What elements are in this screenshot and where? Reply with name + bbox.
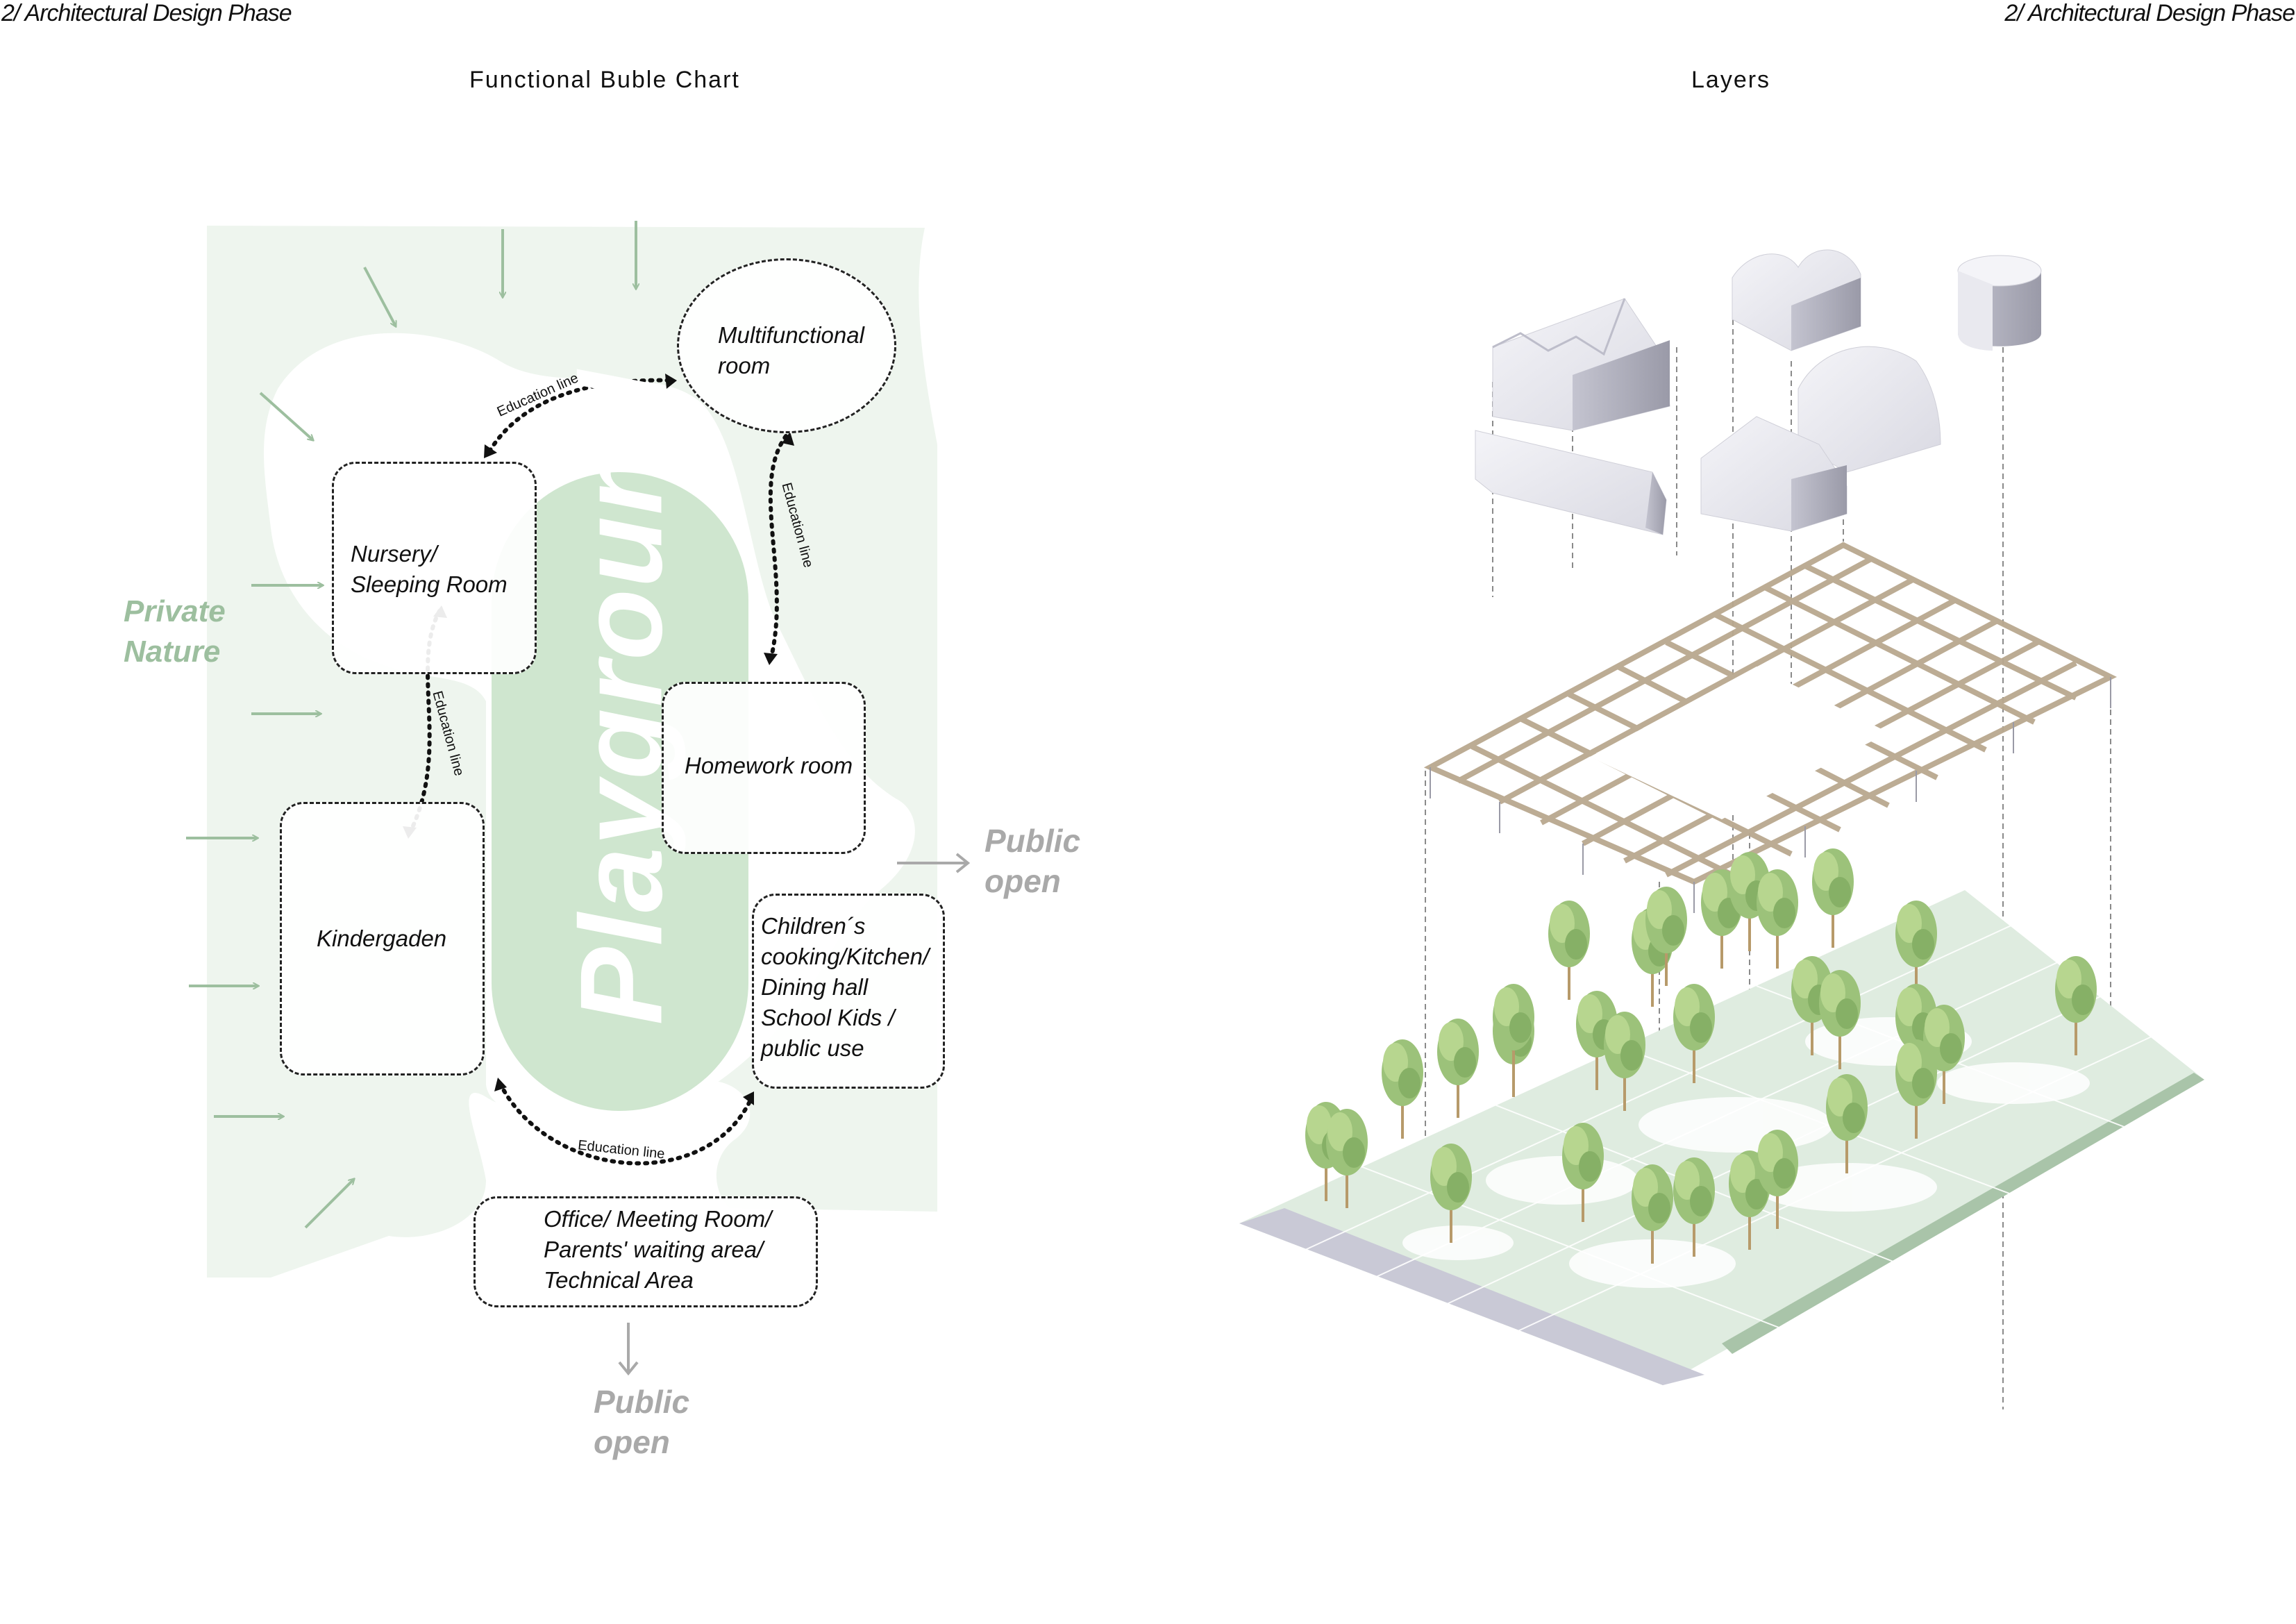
public-open-south: Public open	[594, 1382, 689, 1462]
private-nature-line-2: Nature	[124, 635, 221, 669]
nursery-room: Nursery/ Sleeping Room	[332, 462, 537, 674]
office-line-1: Office/ Meeting Room/	[544, 1206, 772, 1232]
kindergarten-room-label: Kindergaden	[317, 926, 447, 951]
kitchen-dining-room: Children´s cooking/Kitchen/ Dining hall …	[752, 894, 945, 1089]
private-nature-label: Private Nature	[124, 592, 226, 672]
kitchen-line-5: public use	[761, 1035, 864, 1061]
multifunctional-room-line-1: Multifunctional	[718, 322, 864, 348]
header-left: 2/ Architectural Design Phase	[1, 0, 292, 26]
multifunctional-room: Multifunctional room	[677, 258, 896, 433]
kitchen-line-4: School Kids /	[761, 1005, 895, 1030]
structure-columns	[1430, 677, 2111, 913]
structure-courtyard	[1590, 667, 1888, 819]
public-open-east: Public open	[984, 821, 1080, 901]
bubble-chart-title: Functional Buble Chart	[469, 67, 740, 93]
building-volumes	[1475, 249, 2042, 535]
kitchen-line-2: cooking/Kitchen/	[761, 944, 930, 969]
header-right: 2/ Architectural Design Phase	[2004, 0, 2295, 26]
office-line-3: Technical Area	[544, 1267, 694, 1293]
public-open-east-line-1: Public	[984, 823, 1081, 859]
private-nature-line-1: Private	[124, 594, 226, 628]
office-room: Office/ Meeting Room/ Parents' waiting a…	[474, 1196, 818, 1307]
public-open-east-line-2: open	[984, 863, 1061, 899]
homework-room-label: Homework room	[685, 753, 853, 778]
multifunctional-room-line-2: room	[718, 353, 771, 378]
nursery-room-line-1: Nursery/	[351, 541, 437, 567]
public-arrows	[618, 853, 971, 1376]
kitchen-line-1: Children´s	[761, 913, 866, 939]
public-open-south-line-1: Public	[594, 1384, 690, 1420]
nursery-room-line-2: Sleeping Room	[351, 571, 508, 597]
office-line-2: Parents' waiting area/	[544, 1237, 764, 1262]
nature-arrows	[186, 221, 636, 1229]
right-nature-patch	[888, 444, 937, 764]
public-open-south-line-2: open	[594, 1424, 670, 1460]
layers-title: Layers	[1691, 67, 1771, 93]
homework-room: Homework room	[662, 682, 866, 854]
kindergarten-room: Kindergaden	[280, 802, 485, 1075]
kitchen-line-3: Dining hall	[761, 974, 869, 1000]
playground-area	[492, 472, 748, 1111]
